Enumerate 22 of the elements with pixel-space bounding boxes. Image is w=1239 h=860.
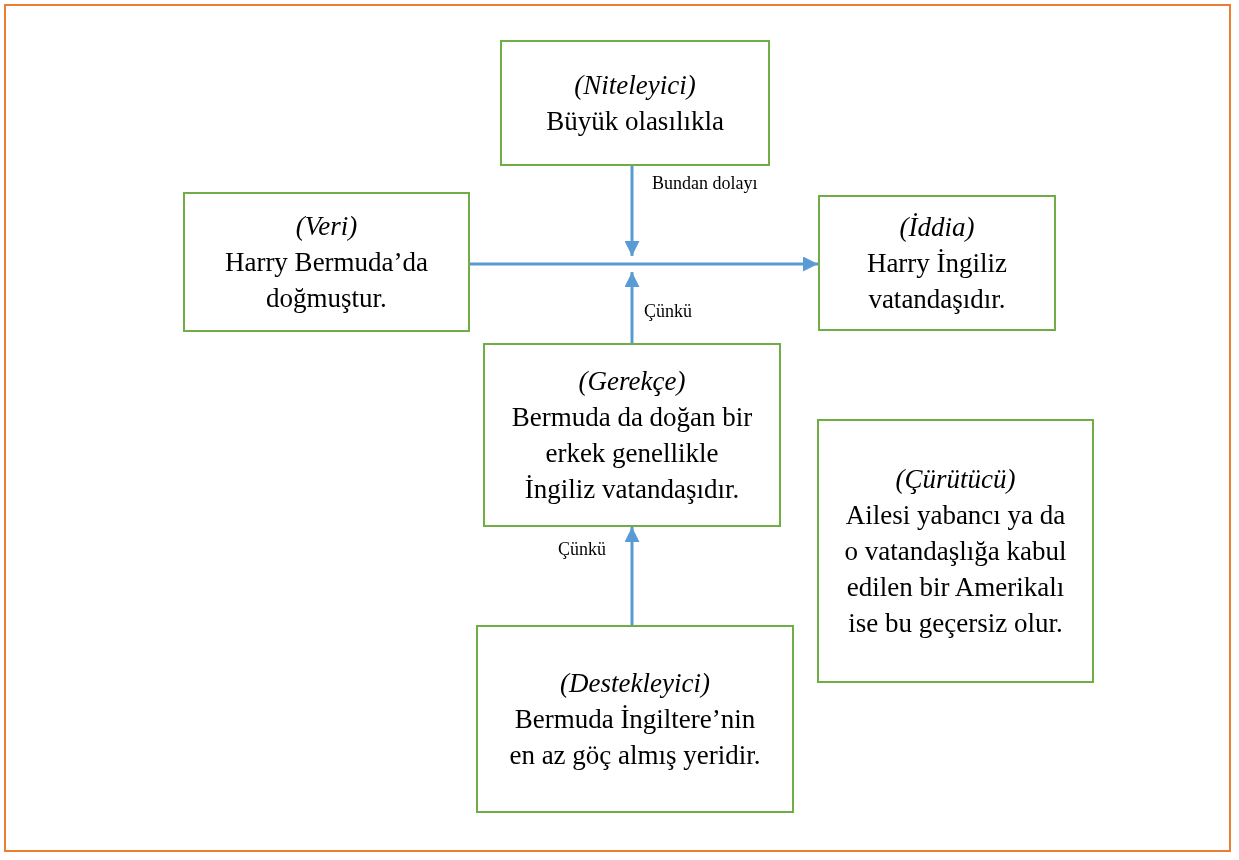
text-box [476, 625, 794, 813]
arrow [624, 166, 640, 256]
box-text: Bermuda da doğan bir erkek genellikle İngiliz vatandaşıdır. [510, 401, 754, 506]
arrow [624, 272, 640, 343]
box-text: Harry Bermuda’da doğmuştur. [223, 246, 430, 315]
arrow [624, 527, 640, 625]
box-heading: (Niteleyici) [574, 69, 696, 102]
box-text: Ailesi yabancı ya da o vatandaşlığa kabul edilen bir Amerikalı ise bu geçersiz olur. [843, 499, 1068, 640]
box-text: Harry İngiliz vatandaşıdır. [865, 247, 1009, 316]
box-text: Büyük olasılıkla [546, 105, 724, 138]
text-box [817, 419, 1094, 683]
box-heading: (Gerekçe) [578, 365, 686, 398]
box-heading: (Çürütücü) [895, 463, 1016, 496]
text-box [818, 195, 1056, 331]
box-heading: (İddia) [899, 211, 975, 244]
box-heading: (Veri) [295, 210, 358, 243]
text-box [483, 343, 781, 527]
box-heading: (Destekleyici) [560, 667, 710, 700]
text-box [500, 40, 770, 166]
arrow [470, 256, 818, 272]
text-box [183, 192, 470, 332]
box-text: Bermuda İngiltere’nin en az göç almış yeridir. [508, 703, 762, 772]
